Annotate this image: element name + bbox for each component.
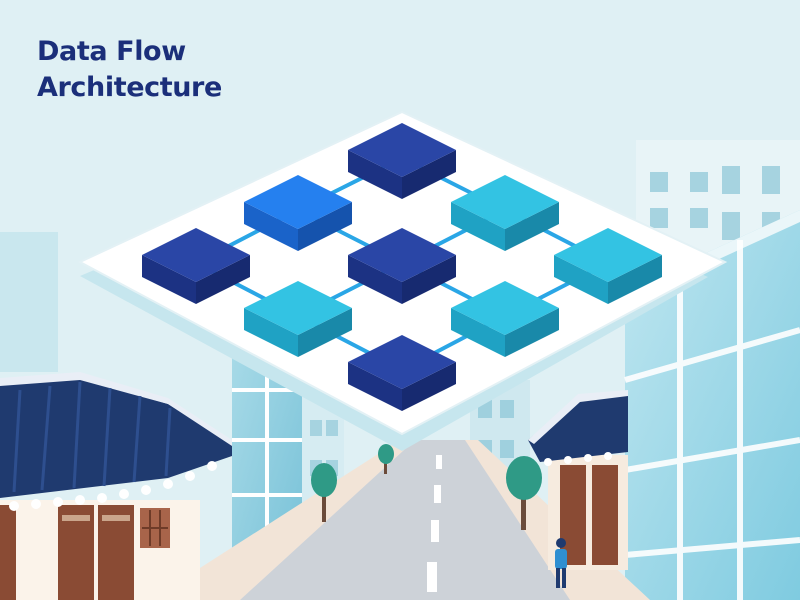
node-face bbox=[244, 281, 352, 335]
node-face bbox=[348, 123, 456, 177]
node-face bbox=[348, 150, 402, 199]
node-block-n4[interactable] bbox=[142, 228, 250, 304]
node-face bbox=[348, 362, 402, 411]
node-face bbox=[244, 308, 298, 357]
tree-right-large bbox=[506, 456, 542, 530]
node-face bbox=[451, 281, 559, 335]
hanok-house-left bbox=[0, 372, 232, 600]
node-face bbox=[142, 228, 250, 282]
node-block-n1[interactable] bbox=[348, 123, 456, 199]
node-face bbox=[402, 150, 456, 199]
node-face bbox=[451, 202, 505, 251]
node-face bbox=[554, 228, 662, 282]
node-block-n3[interactable] bbox=[451, 175, 559, 251]
node-face bbox=[142, 255, 196, 304]
node-face bbox=[244, 202, 298, 251]
node-face bbox=[298, 308, 352, 357]
node-block-n9[interactable] bbox=[348, 335, 456, 411]
tree-right-small bbox=[378, 444, 394, 474]
node-face bbox=[402, 255, 456, 304]
node-blocks bbox=[142, 123, 662, 411]
node-face bbox=[196, 255, 250, 304]
node-block-n2[interactable] bbox=[244, 175, 352, 251]
node-face bbox=[505, 202, 559, 251]
node-face bbox=[451, 308, 505, 357]
node-block-n7[interactable] bbox=[244, 281, 352, 357]
node-face bbox=[348, 228, 456, 282]
node-face bbox=[505, 308, 559, 357]
tree-left bbox=[311, 463, 337, 522]
pedestrian bbox=[555, 538, 567, 588]
title-line-1: Data Flow bbox=[37, 36, 186, 67]
road-markings bbox=[427, 455, 442, 592]
node-block-n5[interactable] bbox=[348, 228, 456, 304]
node-face bbox=[402, 362, 456, 411]
page-title: Data Flow Architecture bbox=[37, 34, 222, 106]
node-face bbox=[298, 202, 352, 251]
road bbox=[240, 440, 570, 600]
node-face bbox=[451, 175, 559, 229]
node-face bbox=[348, 255, 402, 304]
node-block-n8[interactable] bbox=[451, 281, 559, 357]
far-building-left bbox=[0, 232, 58, 372]
sidewalk-left bbox=[150, 440, 418, 600]
node-block-n6[interactable] bbox=[554, 228, 662, 304]
node-face bbox=[554, 255, 608, 304]
node-face bbox=[244, 175, 352, 229]
node-face bbox=[348, 335, 456, 389]
title-line-2: Architecture bbox=[37, 72, 222, 103]
node-face bbox=[608, 255, 662, 304]
